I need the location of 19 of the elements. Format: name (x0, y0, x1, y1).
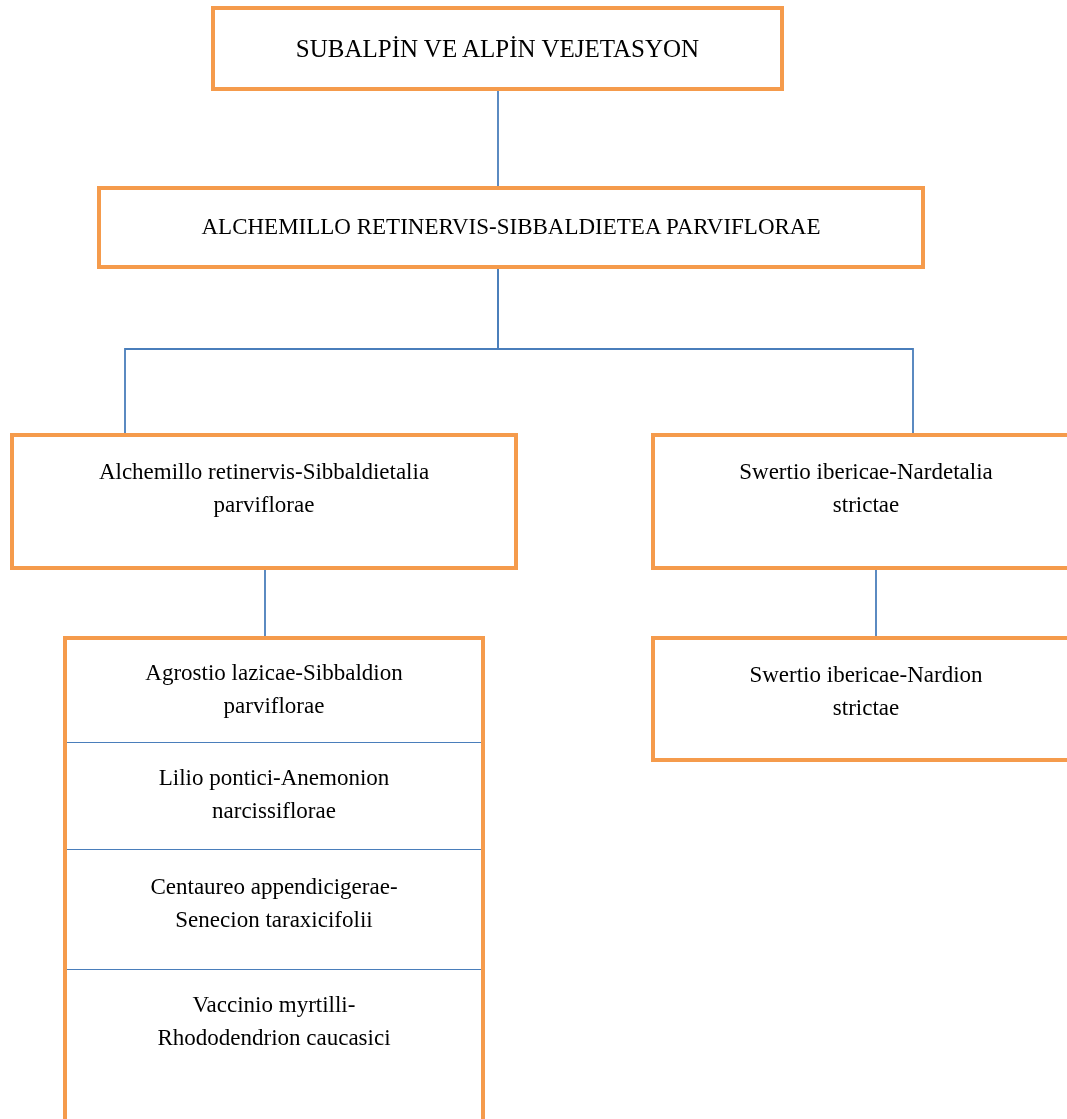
box-label: Swertio ibericae-Nardetalia strictae (738, 458, 994, 519)
box-label: Centaureo appendicigerae-Senecion taraxicifolii (149, 873, 399, 934)
box-label: Swertio ibericae-Nardion strictae (748, 661, 984, 722)
category-box (651, 636, 1067, 762)
box-label: SUBALPİN VE ALPİN VEJETASYON (294, 34, 701, 64)
box-label: Vaccinio myrtilli-Rhododendrion caucasici (156, 991, 392, 1052)
connector-line (497, 90, 499, 187)
category-box (97, 186, 925, 269)
category-box (10, 433, 518, 570)
box-label: Alchemillo retinervis-Sibbaldietalia parviflorae (97, 458, 431, 519)
box-label: Lilio pontici-Anemonion narcissiflorae (157, 764, 391, 825)
box-label: Agrostio lazicae-Sibbaldion parviflorae (144, 659, 404, 720)
connector-line (875, 569, 877, 637)
category-box (211, 6, 784, 91)
connector-line (497, 268, 914, 434)
connector-line (264, 569, 266, 637)
group-box (63, 636, 485, 1119)
category-box (651, 433, 1067, 570)
box-label: ALCHEMILLO RETINERVIS-SIBBALDIETEA PARVIFLORAE (200, 213, 822, 241)
